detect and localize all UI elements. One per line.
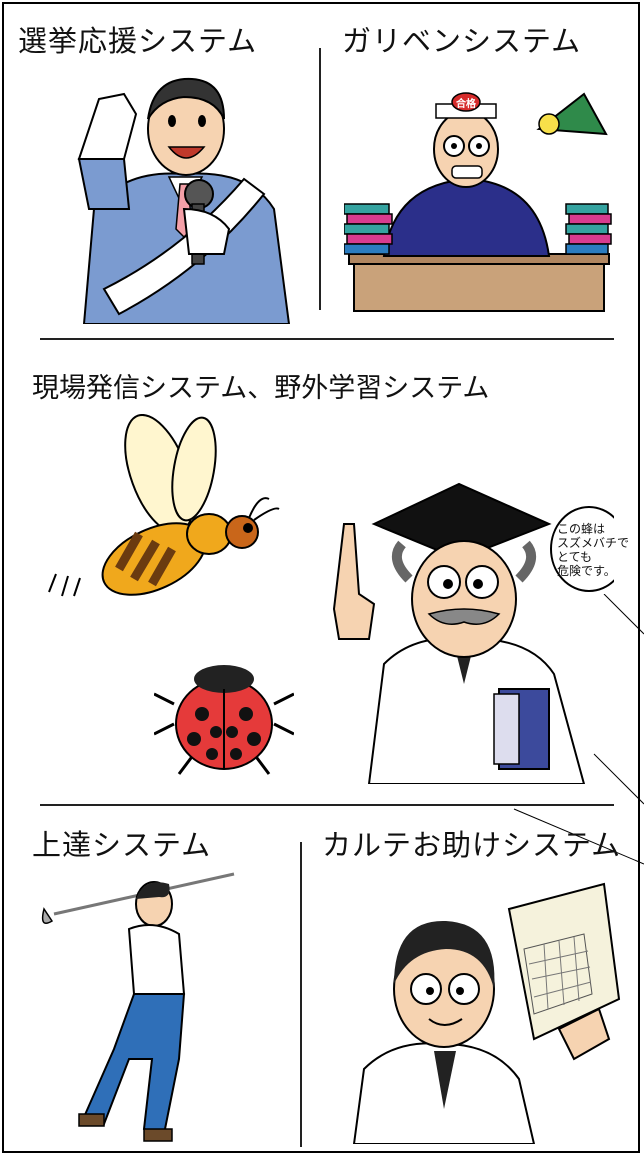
leader-lines bbox=[513, 594, 644, 865]
bubble-line-4: 危険です。 bbox=[557, 564, 616, 578]
vertical-divider-top bbox=[319, 48, 321, 310]
bubble-line-3: とても bbox=[557, 550, 593, 564]
chart-title: カルテお助けシステム bbox=[322, 828, 622, 862]
bubble-line-1: この蜂は bbox=[557, 522, 606, 536]
politician-illustration bbox=[77, 77, 291, 324]
doctor-illustration bbox=[352, 882, 621, 1144]
bubble-line-2: スズメバチで bbox=[557, 536, 630, 550]
study-title: ガリベンシステム bbox=[342, 24, 582, 58]
horizontal-divider-1 bbox=[40, 338, 614, 340]
ladybug-illustration bbox=[154, 665, 294, 775]
horizontal-divider-2 bbox=[40, 804, 614, 806]
golfer-illustration bbox=[41, 872, 235, 1142]
professor-illustration bbox=[332, 482, 614, 784]
student-illustration: 合格 bbox=[344, 92, 612, 312]
vertical-divider-bottom bbox=[300, 842, 302, 1147]
headband-label: 合格 bbox=[455, 97, 477, 110]
bee-illustration bbox=[48, 414, 280, 597]
campaign-title: 選挙応援システム bbox=[18, 24, 258, 58]
speech-bubble-text: この蜂は スズメバチで とても 危険です。 bbox=[557, 522, 629, 578]
field-title: 現場発信システム、野外学習システム bbox=[32, 373, 490, 404]
improve-title: 上達システム bbox=[32, 828, 212, 862]
